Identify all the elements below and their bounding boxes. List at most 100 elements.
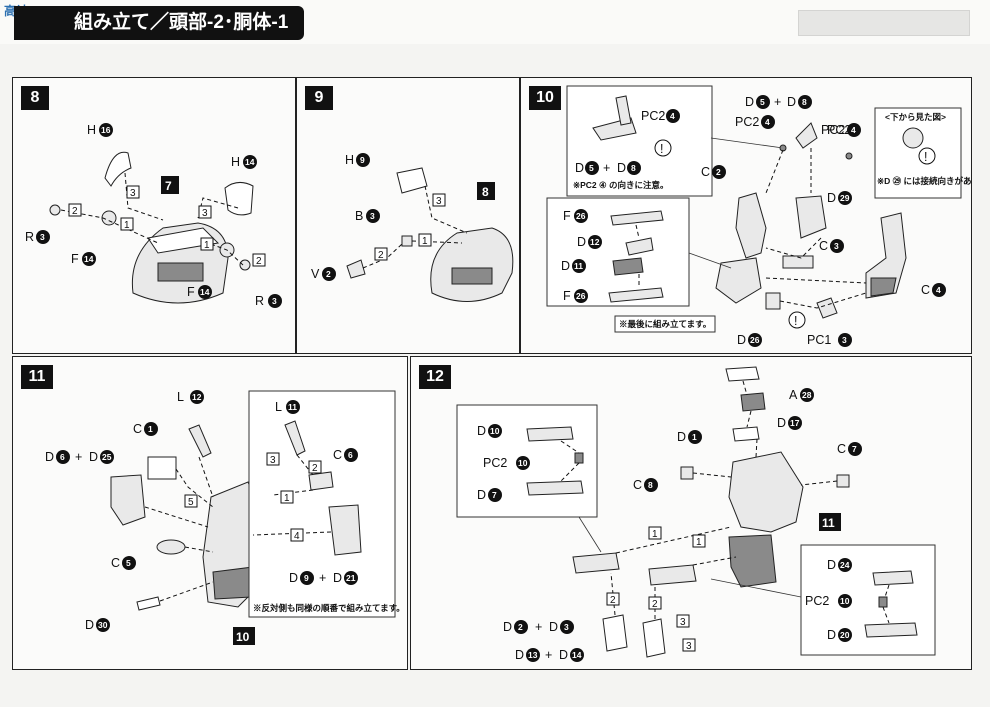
svg-text:2: 2 bbox=[378, 250, 384, 261]
head-assembly bbox=[430, 227, 514, 302]
svg-text:D: D bbox=[827, 628, 836, 642]
svg-text:F: F bbox=[563, 209, 571, 223]
svg-text:D: D bbox=[827, 558, 836, 572]
caution-mark-3: ! bbox=[794, 314, 797, 328]
d20-part bbox=[864, 622, 918, 638]
svg-text:R: R bbox=[255, 294, 264, 308]
svg-text:1: 1 bbox=[284, 493, 290, 504]
c6-part bbox=[308, 471, 334, 491]
seq-2b: 2 bbox=[252, 253, 266, 267]
r3-left-part bbox=[49, 204, 61, 216]
svg-text:+: + bbox=[535, 620, 542, 634]
svg-text:D: D bbox=[89, 450, 98, 464]
torso-frame-lower bbox=[715, 257, 762, 304]
svg-text:2: 2 bbox=[72, 206, 78, 217]
step-8-badge: 8 bbox=[21, 86, 49, 110]
svg-text:D: D bbox=[477, 424, 486, 438]
seq-2: 2 bbox=[308, 460, 322, 474]
svg-text:12: 12 bbox=[590, 237, 600, 247]
d24-part bbox=[872, 570, 914, 586]
head-top-part bbox=[147, 227, 220, 254]
result-ref-badge bbox=[477, 182, 495, 200]
c7-part bbox=[836, 474, 850, 488]
svg-text:3: 3 bbox=[270, 455, 276, 466]
svg-text:1: 1 bbox=[652, 529, 658, 540]
result-ref-badge bbox=[161, 176, 179, 194]
svg-text:D: D bbox=[561, 259, 570, 273]
svg-text:5: 5 bbox=[188, 497, 194, 508]
l11-part bbox=[284, 420, 306, 456]
svg-text:6: 6 bbox=[348, 450, 353, 460]
c1-part bbox=[147, 456, 177, 480]
svg-text:D: D bbox=[777, 416, 786, 430]
svg-text:3: 3 bbox=[834, 241, 839, 251]
svg-text:26: 26 bbox=[750, 335, 760, 345]
svg-text:C: C bbox=[837, 442, 846, 456]
l12-part bbox=[188, 424, 212, 458]
svg-text:1: 1 bbox=[148, 424, 153, 434]
c4-frame-detail bbox=[870, 277, 897, 297]
svg-text:L: L bbox=[275, 400, 282, 414]
d5-d8-pivot-arm bbox=[615, 95, 632, 126]
svg-text:F: F bbox=[563, 289, 571, 303]
seq-2a: 2 bbox=[606, 592, 620, 606]
caution-mark-2: ! bbox=[924, 150, 927, 164]
svg-text:11: 11 bbox=[288, 402, 297, 412]
svg-text:10: 10 bbox=[840, 596, 850, 606]
right-leg-joint bbox=[648, 564, 697, 586]
svg-text:4: 4 bbox=[851, 125, 856, 135]
svg-text:10: 10 bbox=[490, 426, 500, 436]
svg-text:25: 25 bbox=[102, 452, 112, 462]
f26-top-part bbox=[610, 210, 664, 226]
svg-text:30: 30 bbox=[98, 620, 108, 630]
d6-d25-part bbox=[110, 474, 146, 526]
f26-bottom-part bbox=[608, 287, 664, 303]
svg-text:D: D bbox=[515, 648, 524, 662]
head-grille bbox=[157, 262, 204, 282]
label-pc2-far: PC2 bbox=[827, 123, 851, 137]
step-9-badge: 9 bbox=[305, 86, 333, 110]
svg-text:D: D bbox=[575, 161, 584, 175]
svg-text:5: 5 bbox=[760, 97, 765, 107]
pc2-right-part bbox=[845, 152, 853, 160]
seq-1a: 1 bbox=[120, 217, 134, 231]
seq-3a: 3 bbox=[676, 614, 690, 628]
final-note-box bbox=[614, 315, 716, 333]
svg-text:2: 2 bbox=[326, 269, 331, 279]
h16-part bbox=[104, 151, 132, 187]
header-right-decoration bbox=[798, 10, 970, 36]
svg-text:7: 7 bbox=[492, 490, 497, 500]
svg-text:16: 16 bbox=[101, 125, 111, 135]
left-leg-joint bbox=[572, 552, 620, 574]
label-d10: D 10 bbox=[477, 424, 502, 438]
svg-text:H: H bbox=[231, 155, 240, 169]
d9-d21-part bbox=[328, 504, 362, 556]
torso-lower bbox=[728, 534, 777, 588]
result-ref-text: 8 bbox=[482, 185, 489, 199]
svg-text:+: + bbox=[545, 648, 552, 662]
d5-d8-assembly bbox=[795, 122, 818, 149]
svg-text:2: 2 bbox=[256, 256, 262, 267]
bottom-view-callout bbox=[874, 107, 962, 199]
pc2-part bbox=[574, 452, 584, 464]
svg-text:+: + bbox=[774, 95, 781, 109]
svg-text:3: 3 bbox=[40, 232, 45, 242]
seq-1: 1 bbox=[418, 233, 432, 247]
f14-left-part bbox=[101, 210, 117, 226]
svg-text:+: + bbox=[319, 571, 326, 585]
r3-right-part bbox=[239, 259, 251, 271]
seq-1b: 1 bbox=[200, 237, 214, 251]
a28-part bbox=[725, 366, 760, 382]
